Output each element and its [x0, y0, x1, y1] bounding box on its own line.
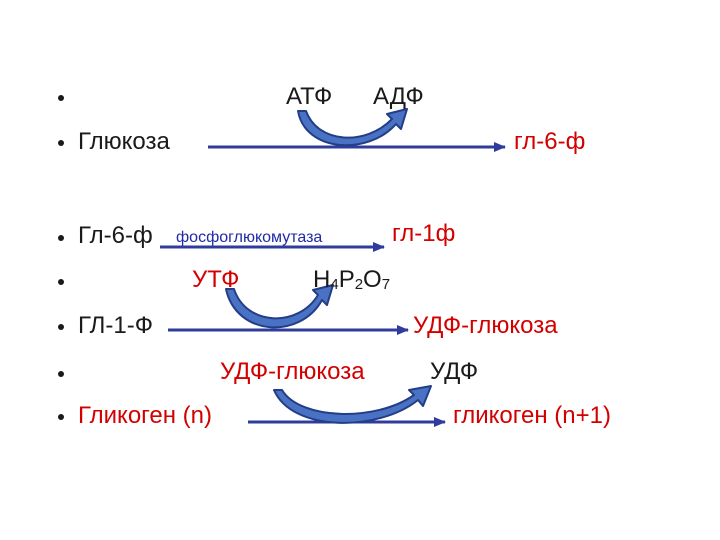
substrate-glycogen-n: Гликоген (n) — [78, 402, 213, 429]
bullet-5 — [58, 324, 64, 330]
label-udf: УДФ — [430, 358, 479, 385]
pyro-o-sub: 7 — [381, 276, 391, 293]
label-adf: АДФ — [373, 83, 424, 110]
pyro-o: O — [363, 266, 382, 293]
substrate-glucose: Глюкоза — [78, 128, 170, 155]
bullet-7 — [58, 414, 64, 420]
curved-arrow-utf-ppi — [225, 284, 334, 329]
product-g1p: гл-1ф — [392, 220, 456, 247]
pyro-h: H — [313, 266, 331, 293]
product-glycogen-n1: гликоген (n+1) — [453, 402, 611, 429]
pyro-h-sub: 4 — [330, 276, 339, 293]
bullet-3 — [58, 235, 64, 241]
product-udp-glucose: УДФ-глюкоза — [413, 312, 558, 339]
curved-arrow-atf-adf — [297, 108, 408, 147]
label-udp-glucose: УДФ-глюкоза — [220, 358, 365, 385]
pyro-p-sub: 2 — [354, 276, 364, 293]
bullet-1 — [58, 95, 64, 101]
label-pyrophosphate: H4P2O7 — [313, 266, 391, 293]
bullet-2 — [58, 140, 64, 146]
enzyme-phosphoglucomutase: фосфоглюкомутаза — [176, 229, 323, 246]
substrate-g6p: Гл-6-ф — [78, 222, 153, 249]
curved-arrow-udpg-udf — [273, 385, 432, 424]
substrate-g1p: ГЛ-1-Ф — [78, 312, 153, 339]
bullet-4 — [58, 279, 64, 285]
bullet-6 — [58, 371, 64, 377]
product-g6p: гл-6-ф — [514, 128, 586, 155]
pyro-p: P — [338, 266, 355, 293]
label-utf: УТФ — [192, 266, 240, 293]
label-atf: АТФ — [286, 83, 333, 110]
